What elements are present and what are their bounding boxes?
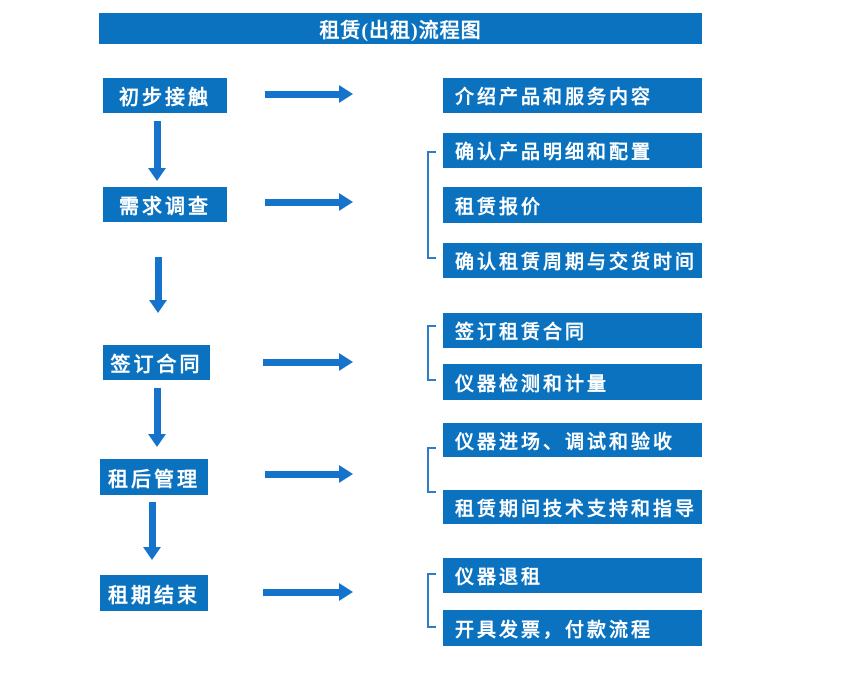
detail-box-sign-rental-contract: 签订租赁合同	[443, 313, 702, 348]
down-arrow-icon-1	[148, 121, 166, 181]
down-arrow-icon-4	[143, 502, 161, 560]
detail-box-introduce-products-services: 介绍产品和服务内容	[443, 78, 702, 113]
step-box-initial-contact: 初步接触	[103, 78, 227, 113]
step-box-rental-end: 租期结束	[100, 575, 208, 611]
detail-box-instrument-return: 仪器退租	[443, 558, 702, 593]
group-bracket-rental-end	[427, 573, 436, 628]
right-arrow-icon-5	[263, 583, 353, 601]
group-bracket-demand-survey	[427, 151, 436, 259]
detail-box-technical-support-guidance: 租赁期间技术支持和指导	[443, 490, 702, 524]
detail-box-invoice-payment-process: 开具发票，付款流程	[443, 610, 702, 646]
right-arrow-icon-2	[265, 193, 353, 211]
title-bar: 租赁(出租)流程图	[99, 13, 702, 44]
step-box-demand-survey: 需求调查	[103, 187, 227, 222]
detail-box-confirm-product-details-config: 确认产品明细和配置	[443, 133, 702, 168]
step-box-sign-contract: 签订合同	[103, 345, 210, 380]
right-arrow-icon-3	[263, 353, 353, 371]
right-arrow-icon-1	[265, 85, 353, 103]
down-arrow-icon-3	[148, 388, 166, 447]
down-arrow-icon-2	[149, 257, 167, 313]
detail-box-instrument-testing-calibration: 仪器检测和计量	[443, 364, 702, 400]
page-title: 租赁(出租)流程图	[319, 20, 482, 42]
detail-box-instrument-arrival-debug-acceptance: 仪器进场、调试和验收	[443, 423, 702, 457]
group-bracket-sign-contract	[427, 325, 436, 381]
group-bracket-post-rental	[427, 447, 436, 493]
detail-box-confirm-rental-period-delivery: 确认租赁周期与交货时间	[443, 243, 702, 278]
step-box-post-rental-management: 租后管理	[100, 459, 208, 495]
detail-box-rental-quote: 租赁报价	[443, 187, 702, 223]
right-arrow-icon-4	[265, 465, 353, 483]
